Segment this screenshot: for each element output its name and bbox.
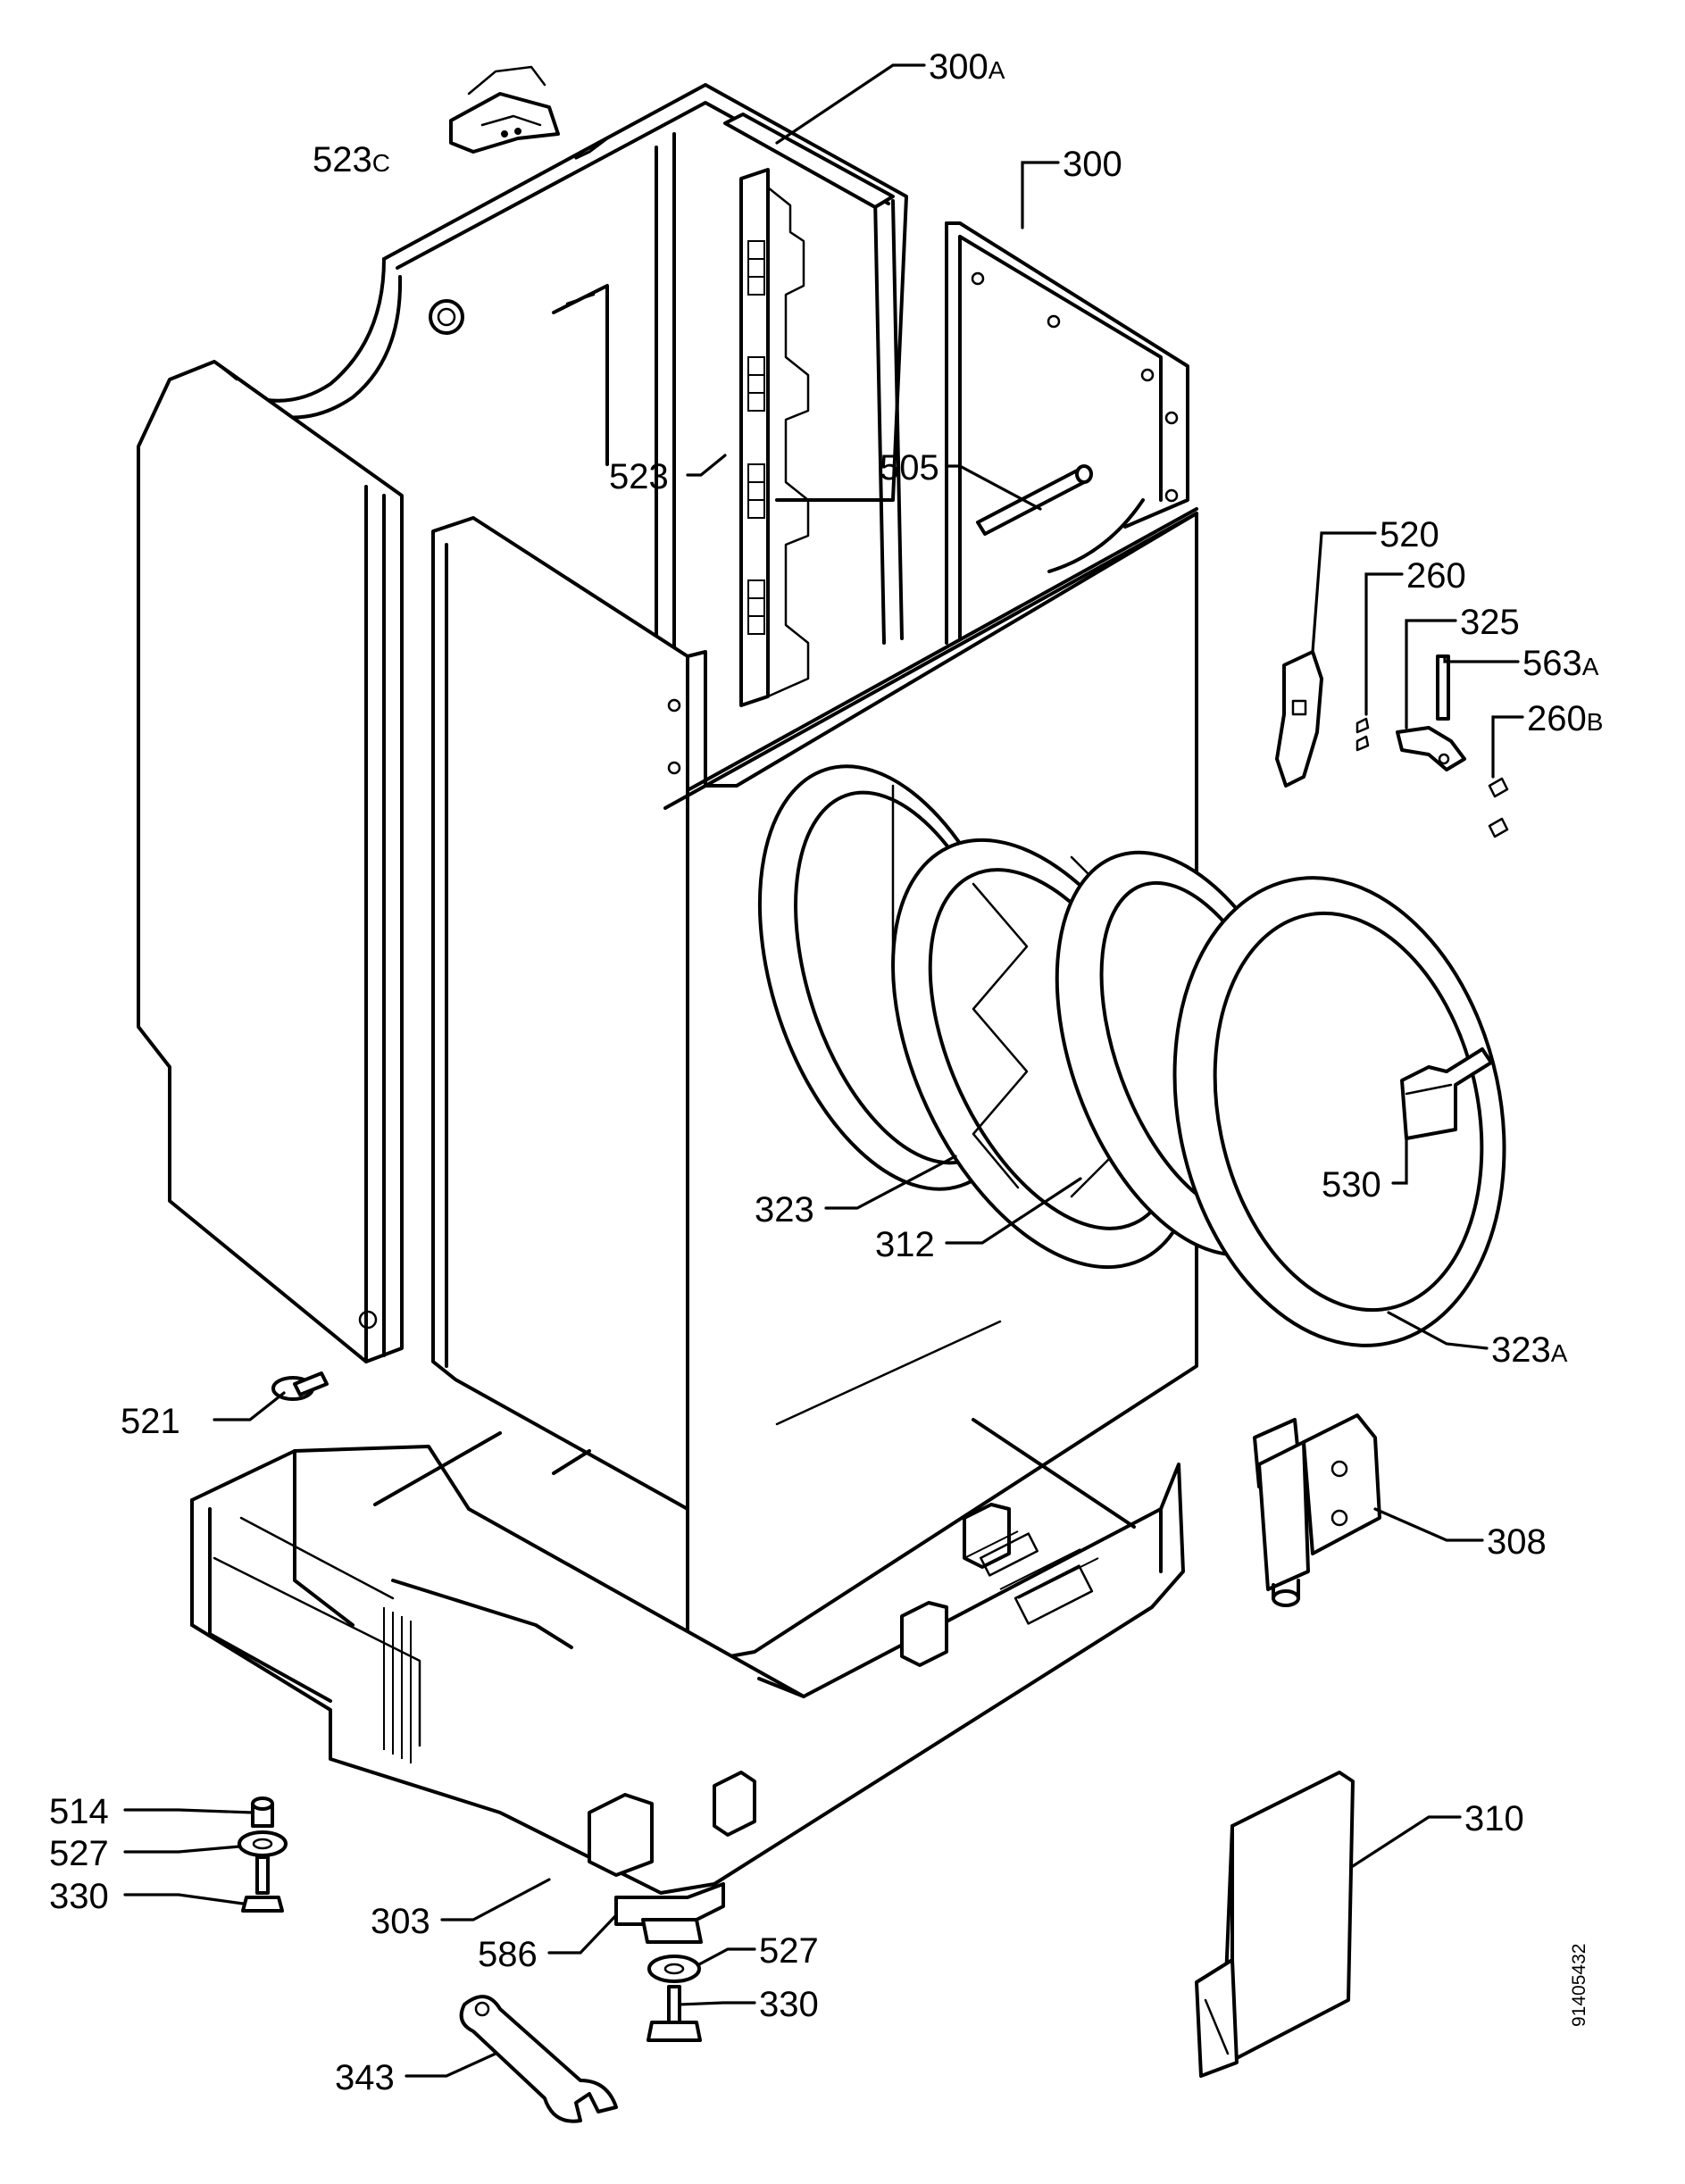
- label-303: 303: [371, 1902, 430, 1941]
- label-527-right: 527: [759, 1931, 819, 1971]
- label-521: 521: [121, 1402, 180, 1441]
- clip-523c: [449, 65, 560, 154]
- interlock-rail: [739, 168, 810, 707]
- hardware-514-527-330: [238, 1796, 288, 1913]
- label-310: 310: [1464, 1799, 1524, 1838]
- label-520: 520: [1380, 515, 1439, 554]
- label-343: 343: [335, 2058, 395, 2097]
- service-flap-310: [1195, 1771, 1355, 2078]
- label-505: 505: [880, 448, 939, 488]
- label-330-left: 330: [49, 1877, 109, 1916]
- document-number: 91405432: [1569, 1944, 1589, 2027]
- hinge-rod: [976, 464, 1093, 536]
- rear-frame-part: [945, 221, 1189, 645]
- base-frame: [190, 1418, 1185, 1895]
- label-323: 323: [755, 1190, 814, 1230]
- part-labels: 300A 523C 300 523 505 520 260 325 563A 2…: [49, 47, 1603, 2097]
- label-323A: 323A: [1491, 1330, 1568, 1370]
- label-530: 530: [1322, 1165, 1381, 1205]
- label-523: 523: [609, 457, 669, 496]
- hinge-308: [1253, 1413, 1381, 1607]
- label-523C: 523C: [313, 140, 390, 179]
- hardware-527-330-lower: [646, 1955, 702, 2042]
- hardware-521: [271, 1371, 329, 1401]
- label-300A: 300A: [929, 47, 1005, 87]
- label-260B: 260B: [1527, 699, 1603, 738]
- label-260: 260: [1406, 556, 1466, 596]
- label-586: 586: [478, 1935, 538, 1974]
- left-side-panel: [137, 360, 404, 1363]
- label-514: 514: [49, 1792, 109, 1831]
- wrench-343: [459, 1995, 618, 2123]
- label-330-right: 330: [759, 1985, 819, 2024]
- leader-lines: [123, 63, 1524, 2078]
- label-312: 312: [875, 1225, 935, 1264]
- label-325: 325: [1460, 603, 1520, 642]
- cabinet-frame: [213, 83, 908, 689]
- label-563A: 563A: [1522, 644, 1599, 683]
- foot-586: [614, 1882, 725, 1944]
- label-527-left: 527: [49, 1834, 109, 1873]
- label-300: 300: [1063, 145, 1122, 184]
- door-assembly: [891, 838, 1506, 1347]
- door-lock-parts: [1275, 650, 1509, 838]
- label-308: 308: [1487, 1522, 1547, 1562]
